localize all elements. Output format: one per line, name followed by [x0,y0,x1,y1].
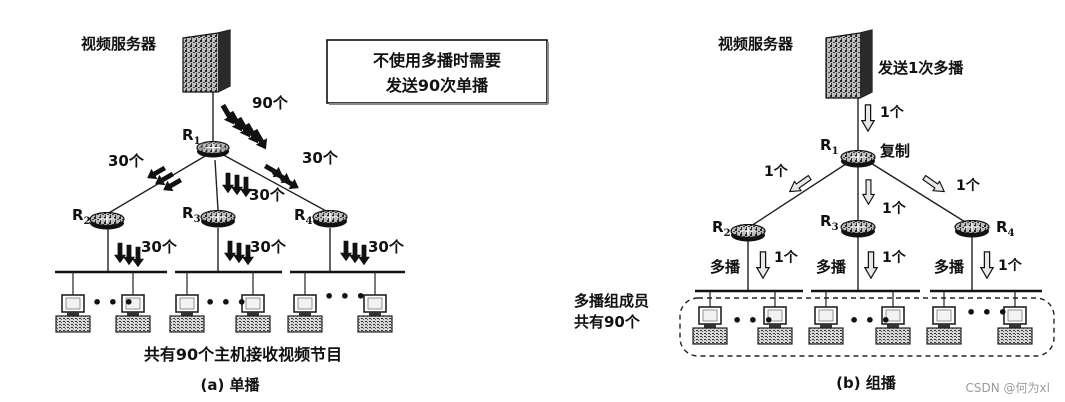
ellipsis: • • • [966,303,1008,322]
copy-label: 复制 [879,142,910,160]
multicast-arrow-server [861,104,875,132]
router-r4-icon [312,210,348,228]
multicast-label-lan2: 多播 [710,258,741,276]
count-lan3: 30个 [250,238,287,256]
count-lan2: 1个 [774,249,799,266]
host-group-r4: • • • [926,291,1033,345]
figure-caption-a: (a) 单播 [200,376,260,394]
label-r4: R4 [294,206,313,227]
host-group-r3: • • • [169,272,271,333]
multicast-label-lan4: 多播 [934,258,965,276]
unicast-arrows-lan2 [114,242,144,268]
link-r1-r4 [217,151,329,213]
count-lan4: 30个 [368,238,405,256]
ellipsis: • • • [92,293,134,312]
count-to-r2: 30个 [108,152,145,170]
host-group-r2: • • • [692,291,793,345]
count-lan2: 30个 [141,238,178,256]
host-icon [55,294,91,333]
ellipsis: • • • [324,287,366,306]
router-r1-icon [196,141,230,158]
count-90: 90个 [252,94,289,112]
count-lan4: 1个 [998,257,1023,274]
router-r3-icon [200,210,236,228]
count-to-r4: 1个 [956,177,981,194]
multicast-arrow-to-r3 [862,179,875,205]
label-r2: R2 [712,218,731,239]
multicast-arrow-to-r2 [785,172,814,197]
host-icon [169,294,205,333]
server-label: 视频服务器 [81,35,157,53]
count-to-r3: 30个 [249,186,286,204]
send-once-label: 发送1次多播 [877,59,964,77]
hosts-caption: 共有90个主机接收视频节目 [144,345,342,364]
multicast-arrow-to-r4 [920,172,949,197]
unicast-arrows-to-r2 [144,162,184,196]
count-to-r4: 30个 [302,149,339,167]
ellipsis: • • • [205,293,247,312]
host-group-r2: • • • [55,272,151,333]
label-r2: R2 [72,206,91,227]
group-line-1: 多播组成员 [574,292,649,310]
multicast-arrow-lan4 [980,251,994,279]
host-group-r4: • • • [287,272,393,333]
multicast-arrow-lan2 [756,251,770,279]
router-r2-icon [730,224,766,242]
label-r4: R4 [996,218,1015,239]
count-lan3: 1个 [882,249,907,266]
panel-multicast: 视频服务器 发送1次多播 1个 1个 1个 1个 1个 多播 1个 多播 1个 … [574,29,1055,392]
figure-caption-b: (b) 组播 [836,374,897,392]
note-line-2: 发送90次单播 [385,76,489,95]
host-group-r3: • • • [808,291,911,345]
group-line-2: 共有90个 [574,313,641,331]
host-icon [692,306,728,345]
link-r1-r3 [214,159,219,211]
label-r3: R3 [182,204,201,225]
multicast-label-lan3: 多播 [816,258,847,276]
host-icon [926,306,962,345]
video-server-icon [182,29,231,93]
host-icon [287,294,323,333]
unicast-arrows-lan4 [340,240,370,266]
host-icon [808,306,844,345]
count-to-r3: 1个 [882,200,907,217]
video-server-icon [825,29,873,99]
count-server: 1个 [880,104,905,121]
multicast-arrow-lan3 [864,251,878,279]
label-r1: R1 [182,126,201,147]
multicast-group-boundary [679,297,1055,357]
count-to-r2: 1个 [764,163,789,180]
link-r1-r2 [747,159,853,229]
unicast-arrows-to-r3 [222,172,252,198]
router-r1-icon [840,150,876,168]
note-box: 不使用多播时需要 发送90次单播 [326,39,549,105]
link-r1-r4 [865,159,971,226]
ellipsis: • • • [732,311,774,330]
panel-unicast: 视频服务器 不使用多播时需要 发送90次单播 90个 30个 [55,29,549,394]
note-line-1: 不使用多播时需要 [373,51,501,70]
router-r4-icon [954,220,990,238]
ellipsis: • • • [849,311,891,330]
label-r3: R3 [820,212,839,233]
watermark: CSDN @何为xl [966,381,1050,395]
server-label: 视频服务器 [718,35,794,53]
router-r3-icon [840,220,876,238]
router-r2-icon [89,212,125,230]
label-r1: R1 [820,136,839,157]
